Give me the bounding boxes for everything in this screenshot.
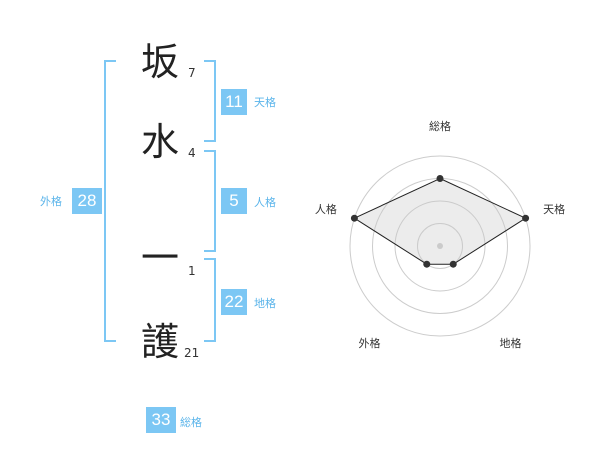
name-char-1: 坂: [140, 40, 179, 84]
name-char-4: 護: [140, 320, 179, 364]
soukaku-badge: 33: [146, 407, 176, 433]
chikaku-badge: 22: [221, 289, 247, 315]
tenkaku-bracket: [204, 60, 216, 142]
radar-point-1: [522, 214, 530, 222]
stroke-count-2: 4: [188, 146, 196, 160]
name-char-2: 水: [140, 120, 179, 164]
radar-axis-label-0: 総格: [429, 119, 451, 133]
stroke-count-3: 1: [188, 264, 196, 278]
gaikaku-label: 外格: [40, 195, 62, 208]
radar-polygon: [353, 177, 527, 265]
radar-axis-label-4: 人格: [315, 202, 337, 216]
radar-series: [350, 175, 530, 268]
tenkaku-badge: 11: [221, 89, 247, 115]
radar-point-3: [423, 260, 431, 268]
chikaku-label: 地格: [254, 297, 276, 310]
radar-axis-label-1: 天格: [543, 202, 565, 216]
jinkaku-label: 人格: [254, 196, 276, 209]
jinkaku-badge: 5: [221, 188, 247, 214]
radar-axis-label-2: 地格: [500, 336, 522, 350]
gaikaku-badge: 28: [72, 188, 102, 214]
radar-point-0: [436, 175, 444, 182]
name-char-3: 一: [140, 236, 179, 280]
radar-grid: [349, 155, 531, 337]
stroke-count-1: 7: [188, 66, 196, 80]
soukaku-label: 総格: [180, 416, 202, 429]
jinkaku-bracket: [204, 150, 216, 252]
radar-center-dot: [437, 243, 443, 249]
radar-axis-label-3: 外格: [358, 336, 380, 350]
gaikaku-bracket: [104, 60, 116, 342]
radar-point-4: [350, 214, 358, 222]
stroke-count-4: 21: [184, 346, 200, 360]
tenkaku-label: 天格: [254, 96, 276, 109]
radar-point-2: [449, 260, 457, 268]
chikaku-bracket: [204, 258, 216, 342]
